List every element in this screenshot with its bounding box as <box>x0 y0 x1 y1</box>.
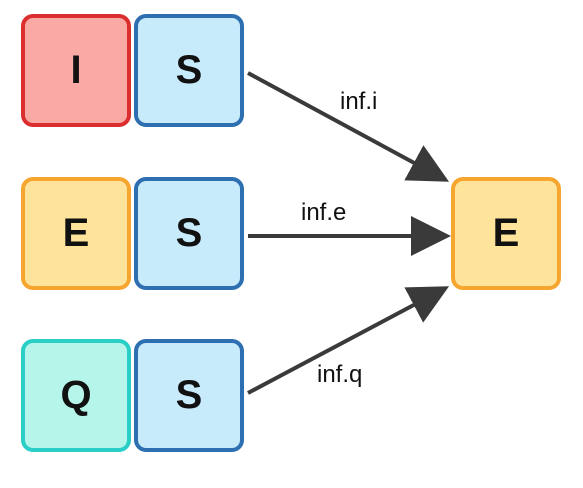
node-s-3: S <box>134 339 244 452</box>
node-e-target: E <box>451 177 561 290</box>
node-e-target-label: E <box>492 211 520 255</box>
node-s-2-label: S <box>175 211 203 255</box>
edge-label-inf-e: inf.e <box>301 199 347 226</box>
node-s-2: S <box>134 177 244 290</box>
edge-label-inf-i: inf.i <box>340 88 378 115</box>
node-q-label: Q <box>60 373 92 417</box>
arrow-inf-q <box>247 286 450 395</box>
node-e-source-label: E <box>62 211 90 255</box>
node-q: Q <box>21 339 131 452</box>
node-e-source: E <box>21 177 131 290</box>
node-s-1: S <box>134 14 244 127</box>
node-i: I <box>21 14 131 127</box>
node-s-1-label: S <box>175 48 203 92</box>
arrow-inf-i <box>247 71 450 182</box>
node-s-3-label: S <box>175 373 203 417</box>
node-i-label: I <box>70 48 82 92</box>
edge-label-inf-q: inf.q <box>317 361 363 388</box>
